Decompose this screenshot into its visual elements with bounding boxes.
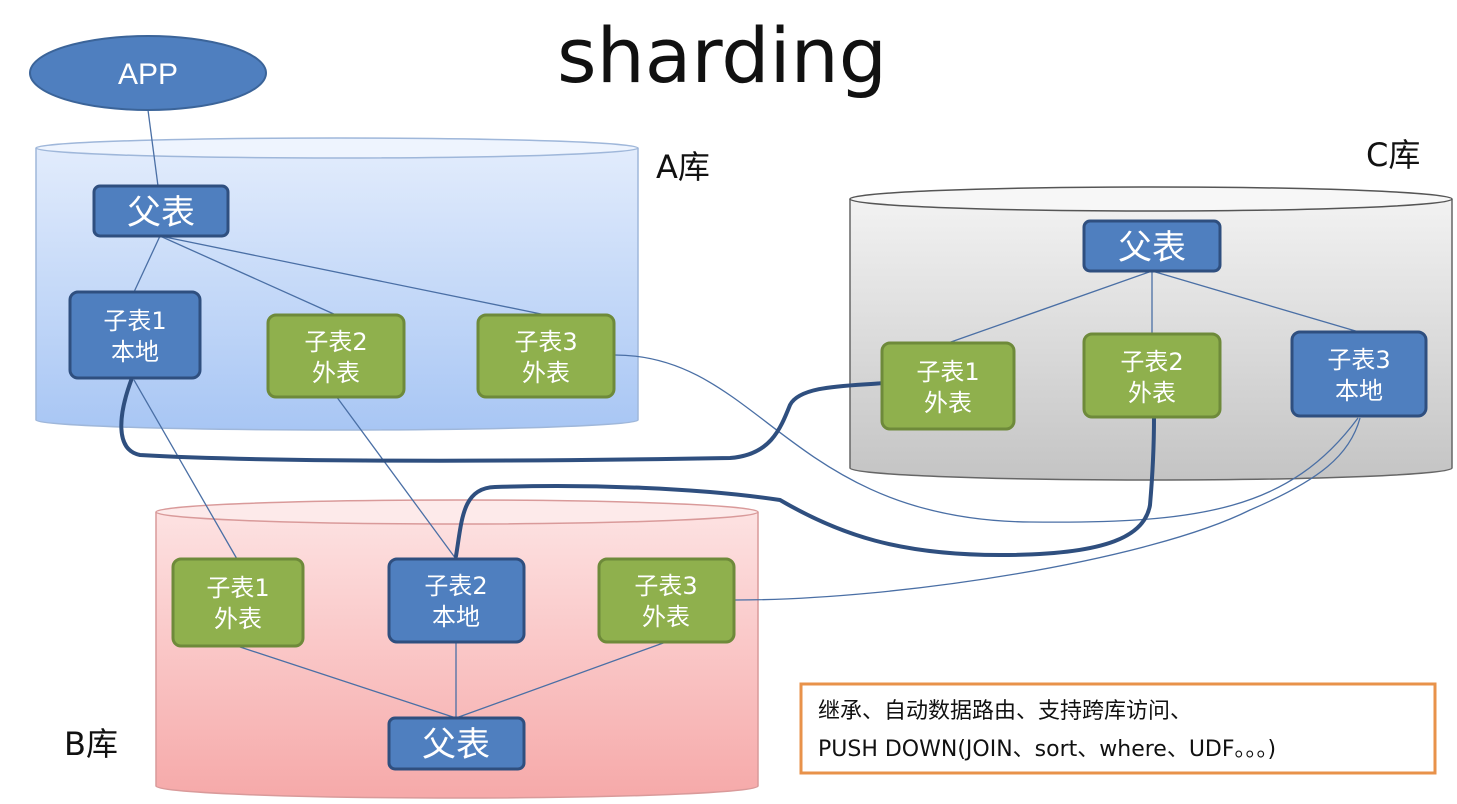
c-parent-label: 父表 (1118, 228, 1186, 268)
a-child2-table: 子表2 外表 (266, 313, 406, 399)
a-parent-table: 父表 (92, 184, 230, 238)
c-child3-line2: 本地 (1335, 377, 1383, 405)
b-child1-line1: 子表1 (206, 574, 269, 602)
b-parent-label: 父表 (422, 725, 490, 765)
note-line2: PUSH DOWN(JOIN、sort、where、UDF。。。) (818, 737, 1276, 762)
b-parent-table: 父表 (387, 716, 526, 771)
c-child1-line1: 子表1 (916, 358, 979, 386)
note-line1: 继承、自动数据路由、支持跨库访问、 (818, 699, 1192, 724)
connector-lines (133, 109, 1361, 719)
app-node: APP (29, 35, 267, 111)
a-child3-line2: 外表 (522, 359, 570, 387)
app-label: APP (118, 58, 178, 91)
c-child2-line1: 子表2 (1120, 348, 1183, 376)
database-a-label: A库 (656, 148, 710, 186)
diagram-title: sharding (557, 11, 887, 100)
c-child3-line1: 子表3 (1327, 346, 1390, 374)
thick-connector-lines (119, 376, 1156, 558)
c-child2-line2: 外表 (1128, 379, 1176, 407)
b-child3-line1: 子表3 (634, 572, 697, 600)
b-child1-table: 子表1 外表 (171, 557, 305, 648)
b-child2-line2: 本地 (432, 603, 480, 631)
a-child3-table: 子表3 外表 (476, 313, 616, 399)
c-child1-line2: 外表 (924, 389, 972, 417)
b-child1-line2: 外表 (214, 605, 262, 633)
b-child2-table: 子表2 本地 (387, 557, 526, 644)
a-child1-line1: 子表1 (103, 307, 166, 335)
c-child2-table: 子表2 外表 (1082, 332, 1222, 419)
b-child3-line2: 外表 (642, 603, 690, 631)
database-c-label: C库 (1366, 136, 1420, 174)
database-b-label: B库 (64, 725, 118, 763)
a-child1-line2: 本地 (111, 338, 159, 366)
c-parent-table: 父表 (1082, 219, 1222, 273)
b-child3-table: 子表3 外表 (597, 557, 736, 644)
a-parent-label: 父表 (127, 193, 195, 233)
c-child1-table: 子表1 外表 (880, 341, 1016, 431)
a-child3-line1: 子表3 (514, 328, 577, 356)
a-child2-line2: 外表 (312, 359, 360, 387)
c-child3-table: 子表3 本地 (1290, 330, 1428, 418)
a-child2-line1: 子表2 (304, 328, 367, 356)
a-child1-table: 子表1 本地 (68, 290, 202, 380)
feature-note: 继承、自动数据路由、支持跨库访问、 PUSH DOWN(JOIN、sort、wh… (799, 682, 1437, 775)
b-child2-line1: 子表2 (424, 572, 487, 600)
